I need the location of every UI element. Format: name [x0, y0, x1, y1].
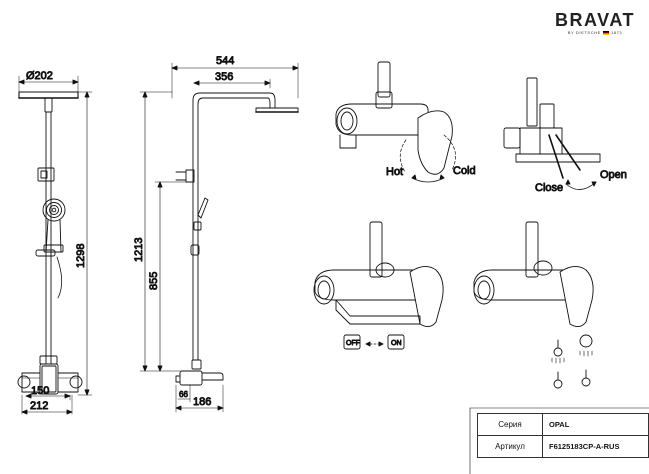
brand-logo: BRAVAT BY DIETSCHE 1873: [549, 10, 641, 36]
shower-icon: [553, 347, 563, 357]
spec-table: Серия OPAL Артикул F6125183CP-A-RUS: [477, 413, 649, 458]
hot-cold-detail: [335, 61, 456, 183]
tap-icon: [581, 377, 591, 387]
spout-icon: [553, 379, 563, 389]
dim-bracket-height: 855: [148, 272, 160, 290]
spec-row-article: Артикул F6125183CP-A-RUS: [477, 435, 649, 458]
front-view: Ø202 1298: [17, 70, 93, 415]
label-on: ON: [391, 340, 402, 347]
label-hot: Hot: [386, 166, 403, 178]
german-flag-icon: [602, 30, 609, 35]
dim-arm-height: 1213: [133, 238, 145, 262]
dim-wall-offset: 66: [179, 390, 188, 399]
brand-tagline-left: BY DIETSCHE: [567, 30, 601, 35]
spec-article-label: Артикул: [477, 435, 543, 458]
spec-article-value: F6125183CP-A-RUS: [542, 435, 649, 458]
brand-tagline: BY DIETSCHE 1873: [549, 30, 641, 36]
shower-head-icon: [579, 334, 593, 348]
label-close: Close: [535, 182, 563, 194]
brand-tagline-right: 1873: [610, 30, 623, 35]
label-cold: Cold: [453, 165, 476, 177]
label-open: Open: [600, 169, 627, 181]
dim-mixer-width: 212: [30, 400, 48, 412]
dim-spout-depth: 186: [193, 396, 211, 408]
dim-arm-total: 544: [216, 55, 234, 67]
open-close-detail: [503, 77, 601, 190]
dim-center-distance: 150: [31, 385, 49, 397]
diverter-detail: [313, 221, 594, 389]
spec-series-value: OPAL: [542, 413, 649, 436]
dim-arm-reach: 356: [215, 71, 233, 83]
side-view: 544 356 1213 855 66: [133, 55, 299, 413]
brand-name: BRAVAT: [555, 10, 635, 30]
spec-row-series: Серия OPAL: [477, 413, 649, 436]
spec-series-label: Серия: [477, 413, 543, 436]
label-off: OFF: [346, 340, 360, 347]
dim-total-height: 1298: [75, 244, 87, 268]
dim-head-diameter: Ø202: [26, 70, 53, 82]
